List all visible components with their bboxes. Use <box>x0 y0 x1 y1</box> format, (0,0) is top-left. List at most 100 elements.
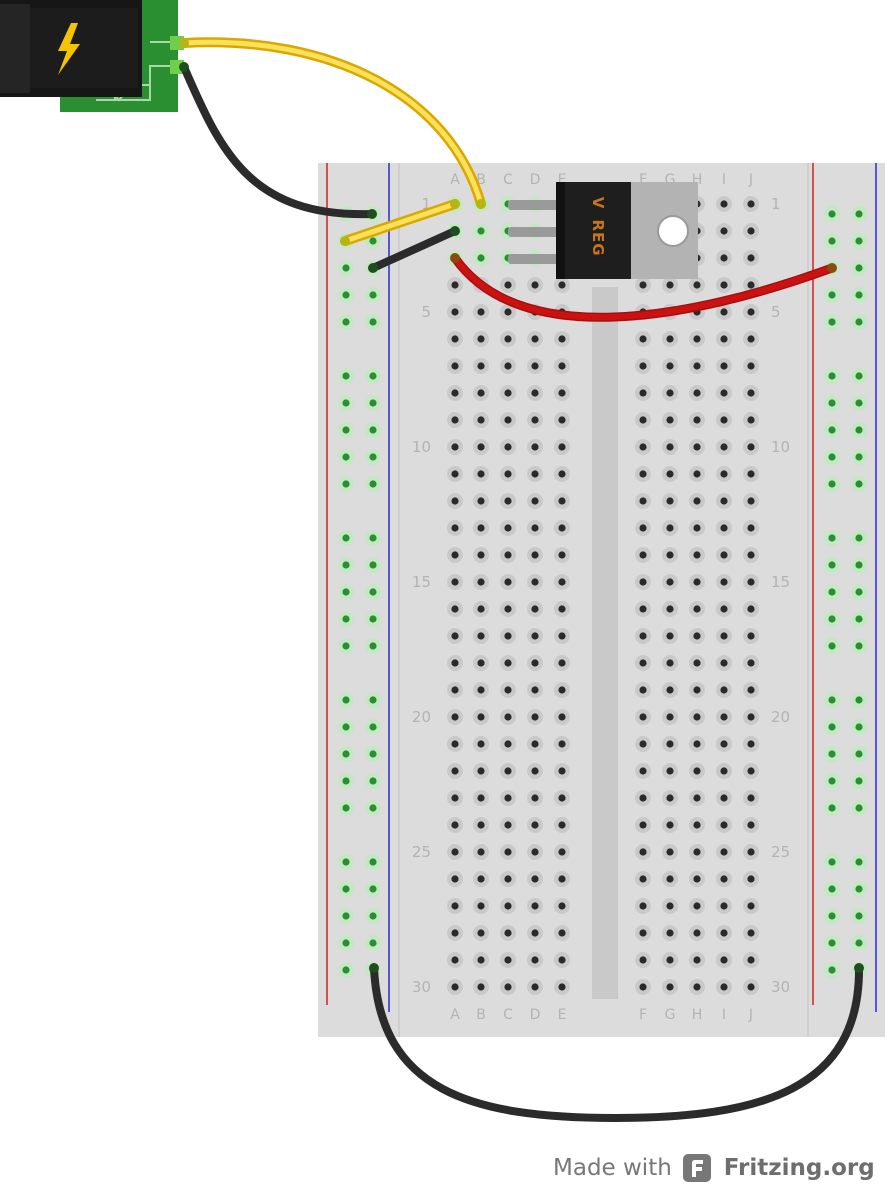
power-rail-hole[interactable] <box>338 314 354 330</box>
breadboard-hole[interactable] <box>554 277 570 293</box>
power-rail-hole[interactable] <box>851 260 867 276</box>
breadboard-hole[interactable] <box>473 250 489 266</box>
breadboard-hole[interactable] <box>662 628 678 644</box>
breadboard-hole[interactable] <box>716 817 732 833</box>
breadboard-hole[interactable] <box>743 412 759 428</box>
breadboard-hole[interactable] <box>447 628 463 644</box>
breadboard-hole[interactable] <box>689 493 705 509</box>
power-rail-hole[interactable] <box>365 800 381 816</box>
breadboard-hole[interactable] <box>635 331 651 347</box>
breadboard-hole[interactable] <box>527 736 543 752</box>
breadboard-hole[interactable] <box>500 385 516 401</box>
breadboard-hole[interactable] <box>527 790 543 806</box>
breadboard-hole[interactable] <box>716 412 732 428</box>
power-rail-hole[interactable] <box>824 287 840 303</box>
breadboard-hole[interactable] <box>473 709 489 725</box>
breadboard-hole[interactable] <box>554 898 570 914</box>
breadboard-hole[interactable] <box>662 925 678 941</box>
breadboard-hole[interactable] <box>473 304 489 320</box>
breadboard-hole[interactable] <box>527 547 543 563</box>
breadboard-hole[interactable] <box>473 790 489 806</box>
breadboard-hole[interactable] <box>743 871 759 887</box>
breadboard-hole[interactable] <box>447 520 463 536</box>
power-rail-hole[interactable] <box>824 854 840 870</box>
breadboard-hole[interactable] <box>635 628 651 644</box>
power-rail-hole[interactable] <box>824 962 840 978</box>
breadboard-hole[interactable] <box>527 709 543 725</box>
power-rail-hole[interactable] <box>365 449 381 465</box>
breadboard-hole[interactable] <box>500 277 516 293</box>
breadboard-hole[interactable] <box>500 979 516 995</box>
breadboard-hole[interactable] <box>554 574 570 590</box>
breadboard-hole[interactable] <box>554 385 570 401</box>
breadboard-hole[interactable] <box>527 844 543 860</box>
breadboard-hole[interactable] <box>527 925 543 941</box>
breadboard-hole[interactable] <box>635 547 651 563</box>
power-rail-hole[interactable] <box>365 935 381 951</box>
power-rail-hole[interactable] <box>824 422 840 438</box>
breadboard-hole[interactable] <box>635 871 651 887</box>
power-rail-hole[interactable] <box>824 395 840 411</box>
breadboard-hole[interactable] <box>689 574 705 590</box>
breadboard-hole[interactable] <box>689 925 705 941</box>
breadboard-hole[interactable] <box>500 817 516 833</box>
breadboard-hole[interactable] <box>716 547 732 563</box>
breadboard-hole[interactable] <box>716 763 732 779</box>
breadboard-hole[interactable] <box>500 898 516 914</box>
breadboard-hole[interactable] <box>473 574 489 590</box>
power-rail-hole[interactable] <box>365 881 381 897</box>
breadboard-hole[interactable] <box>527 493 543 509</box>
power-rail-hole[interactable] <box>851 287 867 303</box>
breadboard-hole[interactable] <box>689 385 705 401</box>
breadboard-hole[interactable] <box>662 412 678 428</box>
breadboard-hole[interactable] <box>500 925 516 941</box>
breadboard-hole[interactable] <box>447 655 463 671</box>
breadboard-hole[interactable] <box>662 385 678 401</box>
breadboard-hole[interactable] <box>447 304 463 320</box>
power-rail-hole[interactable] <box>824 530 840 546</box>
power-rail-hole[interactable] <box>338 422 354 438</box>
power-rail-hole[interactable] <box>824 719 840 735</box>
breadboard-hole[interactable] <box>500 574 516 590</box>
breadboard-hole[interactable] <box>447 547 463 563</box>
breadboard-hole[interactable] <box>527 466 543 482</box>
breadboard-hole[interactable] <box>447 709 463 725</box>
breadboard-hole[interactable] <box>527 898 543 914</box>
breadboard-hole[interactable] <box>527 763 543 779</box>
power-rail-hole[interactable] <box>365 314 381 330</box>
breadboard-hole[interactable] <box>447 817 463 833</box>
breadboard-hole[interactable] <box>473 385 489 401</box>
power-rail-hole[interactable] <box>851 881 867 897</box>
breadboard-hole[interactable] <box>662 763 678 779</box>
breadboard-hole[interactable] <box>635 709 651 725</box>
power-rail-hole[interactable] <box>338 746 354 762</box>
breadboard-hole[interactable] <box>689 520 705 536</box>
power-rail-hole[interactable] <box>851 557 867 573</box>
power-rail-hole[interactable] <box>338 611 354 627</box>
breadboard-hole[interactable] <box>554 331 570 347</box>
power-rail-hole[interactable] <box>851 233 867 249</box>
breadboard-hole[interactable] <box>716 628 732 644</box>
breadboard-hole[interactable] <box>527 979 543 995</box>
breadboard-hole[interactable] <box>743 709 759 725</box>
breadboard-hole[interactable] <box>447 385 463 401</box>
breadboard-hole[interactable] <box>743 952 759 968</box>
breadboard-hole[interactable] <box>716 952 732 968</box>
power-rail-hole[interactable] <box>338 260 354 276</box>
breadboard-hole[interactable] <box>473 925 489 941</box>
breadboard-hole[interactable] <box>716 655 732 671</box>
breadboard-hole[interactable] <box>635 736 651 752</box>
breadboard-hole[interactable] <box>716 493 732 509</box>
breadboard-hole[interactable] <box>716 574 732 590</box>
power-rail-hole[interactable] <box>365 719 381 735</box>
power-rail-hole[interactable] <box>824 638 840 654</box>
breadboard-hole[interactable] <box>743 223 759 239</box>
breadboard-hole[interactable] <box>447 925 463 941</box>
breadboard-hole[interactable] <box>447 466 463 482</box>
breadboard-hole[interactable] <box>689 331 705 347</box>
breadboard-hole[interactable] <box>743 898 759 914</box>
breadboard-hole[interactable] <box>662 277 678 293</box>
breadboard-hole[interactable] <box>473 763 489 779</box>
breadboard-hole[interactable] <box>716 709 732 725</box>
breadboard-hole[interactable] <box>527 385 543 401</box>
